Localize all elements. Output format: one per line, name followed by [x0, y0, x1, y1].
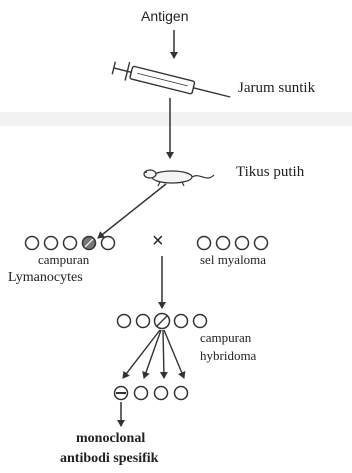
mouse-icon [144, 170, 214, 186]
hybridoma-cells [118, 314, 207, 329]
myeloma-cells [198, 237, 268, 250]
fusion-cross: × [152, 231, 164, 251]
antigen-label: Antigen [141, 9, 188, 23]
myeloma-label: sel myaloma [200, 253, 266, 266]
clone-cells [115, 387, 188, 400]
lymphocyte-cell [64, 237, 77, 250]
mouse-label: Tikus putih [236, 165, 304, 180]
lymphocyte-cell [45, 237, 58, 250]
lymphocyte-mix-label: campuran [38, 253, 89, 266]
lymphocyte-cell [26, 237, 39, 250]
hybridoma-name-label: hybridoma [200, 349, 256, 362]
clone-cell [175, 387, 188, 400]
hybridoma-cell [194, 315, 207, 328]
myeloma-cell [217, 237, 230, 250]
myeloma-cell [198, 237, 211, 250]
lymphocyte-cells [26, 237, 115, 250]
background-band [0, 112, 352, 126]
hybridoma-mix-label: campuran [200, 331, 251, 344]
myeloma-cell [236, 237, 249, 250]
hybridoma-cell [137, 315, 150, 328]
specific-antibody-label: antibodi spesifik [60, 452, 158, 466]
syringe-icon [111, 59, 232, 106]
lymphocyte-cell [102, 237, 115, 250]
monoclonal-label: monoclonal [76, 432, 145, 446]
hybridoma-cell [175, 315, 188, 328]
clone-cell [135, 387, 148, 400]
lymphocyte-name-label: Lymanocytes [8, 271, 83, 285]
arrows-hybridoma-to-clones [123, 330, 184, 378]
syringe-label: Jarum suntik [238, 81, 315, 96]
myeloma-cell [255, 237, 268, 250]
hybridoma-cell [118, 315, 131, 328]
clone-cell [155, 387, 168, 400]
